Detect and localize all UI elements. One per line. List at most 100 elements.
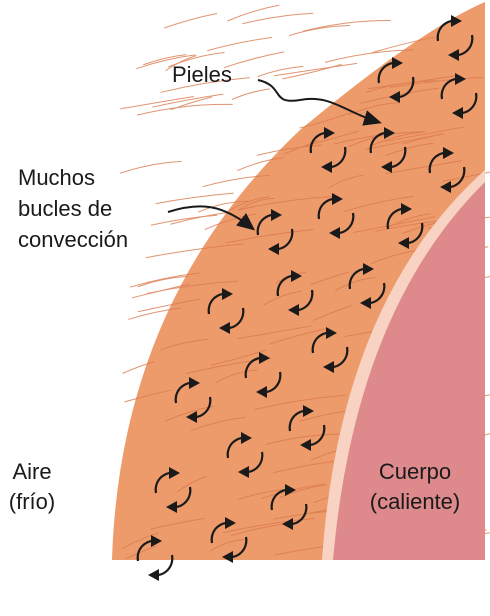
fur-strand	[150, 214, 218, 226]
fur-strand	[160, 77, 250, 93]
circular-arrow-icon	[386, 203, 424, 249]
circular-arrow-icon	[226, 432, 264, 478]
fur-strand	[273, 460, 335, 474]
fur-strand	[371, 131, 423, 147]
body-label-line-1: Cuerpo	[378, 459, 452, 484]
fur-strand	[236, 488, 285, 501]
fur-strand	[176, 475, 208, 493]
fur-strand	[263, 290, 302, 306]
fur-strand	[385, 160, 462, 175]
fur-strand	[231, 88, 270, 100]
fur-strand	[170, 96, 213, 111]
fur-strand	[385, 126, 464, 142]
fur-strand	[145, 243, 244, 259]
fur-strand	[442, 171, 490, 182]
loops-pointer-arrow	[167, 205, 256, 231]
fur-strand	[165, 55, 197, 72]
fur-strand	[288, 25, 350, 37]
circular-arrow-icon	[436, 15, 474, 61]
circular-arrow-icon	[244, 352, 282, 398]
warm-body	[333, 182, 485, 560]
fur-strand	[136, 54, 196, 70]
fur-strand	[160, 338, 209, 351]
fur-strand	[190, 416, 246, 432]
fur-strand	[238, 197, 275, 211]
circular-arrow-icon	[270, 484, 308, 530]
loops-label-line-1: Muchos	[18, 165, 96, 190]
fur-strand	[164, 12, 218, 29]
fur-strand	[226, 229, 314, 244]
fur-strand	[343, 195, 415, 213]
fur-strand	[228, 196, 271, 211]
convection-loops	[136, 15, 478, 581]
fur-strand	[223, 51, 285, 69]
fur-strand	[121, 532, 159, 550]
fur-strand	[136, 103, 233, 116]
fur-strand	[227, 4, 280, 22]
circular-arrow-icon	[276, 270, 314, 316]
fur-strand	[237, 325, 312, 340]
fur-strand	[312, 305, 352, 321]
circular-arrow-icon	[428, 147, 466, 193]
fur-strand	[299, 111, 352, 129]
fur-strand	[122, 361, 155, 374]
fur-strand	[284, 139, 320, 155]
fur-strand	[119, 160, 182, 174]
body-label-line-2: (caliente)	[369, 489, 461, 514]
fur-strand	[124, 389, 172, 403]
fur-strand	[167, 52, 225, 68]
fur-strand	[207, 36, 273, 52]
fur-strand	[128, 307, 181, 320]
circular-arrow-icon	[256, 209, 294, 255]
fur-strand	[365, 80, 438, 93]
fur-strand	[152, 93, 224, 108]
fur-strand	[334, 277, 376, 292]
fur-strand	[137, 298, 201, 313]
fur-strand	[282, 63, 342, 80]
circular-arrow-icon	[207, 288, 245, 334]
fur-strand	[257, 65, 304, 78]
fur-strand	[155, 192, 234, 205]
circular-arrow-icon	[174, 377, 212, 423]
air-label-line-2: (frío)	[8, 489, 56, 514]
fur-strand	[237, 195, 337, 211]
circular-arrow-icon	[210, 517, 248, 563]
circular-arrow-icon	[311, 327, 349, 373]
fur-strand	[302, 19, 391, 32]
fur-strand	[150, 517, 206, 530]
fur-strand	[279, 484, 327, 498]
fur-strand	[402, 133, 445, 145]
fur-strand	[143, 54, 187, 66]
fur-strand	[274, 62, 358, 77]
circular-arrow-icon	[309, 127, 347, 173]
fur-strand	[365, 134, 441, 151]
circular-arrow-icon	[348, 263, 386, 309]
loops-label-line-3: convección	[18, 227, 129, 252]
air-label-line-1: Aire	[12, 459, 52, 484]
fur-strand	[120, 95, 195, 110]
fur-strand	[388, 213, 431, 228]
fur-strand	[329, 174, 364, 188]
fur-strand	[202, 175, 270, 188]
fur-strand	[129, 272, 200, 288]
circular-arrow-icon	[288, 405, 326, 451]
fur-strand	[265, 433, 345, 446]
loops-label-line-2: bucles de	[18, 196, 113, 221]
circular-arrow-icon	[440, 73, 478, 119]
fur-strand	[242, 12, 314, 25]
furs-pointer-arrow	[257, 79, 382, 126]
fur-strand	[170, 212, 226, 225]
fur-strand	[137, 275, 188, 288]
fur-strand	[215, 369, 258, 384]
fur-strand	[371, 36, 435, 54]
circular-arrow-icon	[154, 467, 192, 513]
circular-arrow-icon	[317, 193, 355, 239]
circular-arrow-icon	[369, 127, 407, 173]
fur-strand	[269, 328, 326, 345]
fur-strand	[198, 200, 250, 213]
fur-strand	[256, 144, 323, 156]
fur-strand	[389, 76, 483, 89]
circular-arrow-icon	[136, 535, 174, 581]
fur-strand	[209, 539, 245, 552]
